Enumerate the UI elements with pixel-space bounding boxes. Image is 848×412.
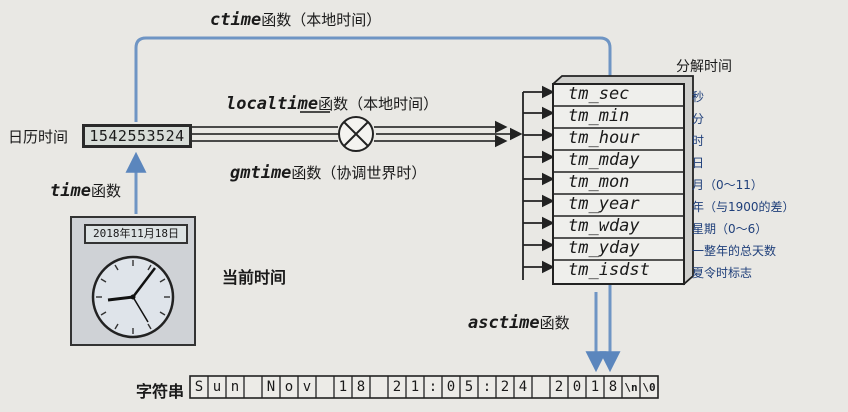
string-char-cell: 1 bbox=[590, 379, 600, 395]
current-time-label: 当前时间 bbox=[222, 268, 287, 287]
struct-field-tm-yday: tm_yday bbox=[568, 238, 640, 258]
struct-field-tm-hour: tm_hour bbox=[568, 128, 640, 148]
field-desc-year: 年（与1900的差） bbox=[692, 200, 795, 214]
string-char-cell: 4 bbox=[518, 379, 528, 395]
struct-field-tm-isdst: tm_isdst bbox=[568, 260, 650, 280]
ctime-fn-suffix: 函数（本地时间） bbox=[261, 11, 382, 29]
string-char-cell bbox=[316, 377, 334, 398]
asctime-fn-suffix: 函数 bbox=[539, 314, 570, 332]
string-grid-dividers bbox=[207, 376, 641, 398]
string-char-cell: 0 bbox=[572, 379, 582, 395]
struct-field-tm-sec: tm_sec bbox=[568, 84, 630, 104]
string-char-cell: v bbox=[302, 379, 312, 395]
string-char-cell: \n bbox=[624, 381, 638, 394]
field-desc-sec: 秒 bbox=[692, 90, 705, 104]
string-char-cell: 8 bbox=[356, 379, 366, 395]
struct-field-tm-min: tm_min bbox=[568, 106, 630, 126]
string-char-cell: 1 bbox=[410, 379, 420, 395]
field-desc-wday: 星期（0～6） bbox=[692, 222, 768, 236]
gmtime-label: gmtime函数（协调世界时） bbox=[230, 162, 426, 183]
calendar-time-value: 1542553524 bbox=[82, 124, 192, 148]
localtime-fn-name: localtime bbox=[226, 94, 319, 114]
field-desc-min: 分 bbox=[692, 112, 705, 126]
ctime-arrow bbox=[134, 36, 621, 373]
time-fn-name: time bbox=[50, 181, 91, 201]
struct-bus bbox=[522, 85, 555, 280]
localtime-label: localtime函数（本地时间） bbox=[226, 93, 438, 114]
string-char-cell: \0 bbox=[642, 381, 656, 394]
struct-field-tm-wday: tm_wday bbox=[568, 216, 640, 236]
string-char-cell: 2 bbox=[500, 379, 510, 395]
struct-tm-box bbox=[551, 75, 694, 286]
calendar-time-label: 日历时间 bbox=[8, 128, 69, 146]
gmtime-fn-suffix: 函数（协调世界时） bbox=[291, 164, 427, 182]
clock-date-display: 2018年11月18日 bbox=[84, 224, 188, 244]
string-label: 字符串 bbox=[136, 382, 185, 401]
string-char-cell: N bbox=[266, 379, 276, 395]
field-desc-mday: 日 bbox=[692, 156, 705, 170]
field-desc-hour: 时 bbox=[692, 134, 705, 148]
string-char-cell: o bbox=[284, 379, 294, 395]
ctime-label: ctime函数（本地时间） bbox=[210, 9, 381, 30]
asctime-label: asctime函数 bbox=[468, 312, 570, 333]
string-char-cell: S bbox=[194, 379, 204, 395]
struct-field-tm-mon: tm_mon bbox=[568, 172, 630, 192]
string-char-cell: 2 bbox=[392, 379, 402, 395]
string-char-cell: n bbox=[230, 379, 240, 395]
field-desc-mon: 月（0～11） bbox=[692, 178, 763, 192]
string-char-cell: : bbox=[428, 379, 438, 395]
field-desc-yday: 一整年的总天数 bbox=[692, 244, 777, 258]
gmtime-fn-name: gmtime bbox=[230, 163, 292, 183]
struct-field-tm-year: tm_year bbox=[568, 194, 640, 214]
string-char-cell: 0 bbox=[446, 379, 456, 395]
string-char-cell: 8 bbox=[608, 379, 618, 395]
string-char-cell: u bbox=[212, 379, 222, 395]
struct-field-tm-mday: tm_mday bbox=[568, 150, 640, 170]
string-char-cell: 2 bbox=[554, 379, 564, 395]
localtime-fn-suffix: 函数（本地时间） bbox=[318, 95, 439, 113]
conversion-lines bbox=[192, 111, 523, 148]
string-char-cell bbox=[370, 377, 388, 398]
string-char-cell bbox=[244, 377, 262, 398]
clock-face-overlay bbox=[91, 255, 175, 339]
string-char-cell: 1 bbox=[338, 379, 348, 395]
merge-node bbox=[338, 116, 374, 152]
time-label: time函数 bbox=[50, 180, 121, 201]
string-char-cell: 5 bbox=[464, 379, 474, 395]
field-desc-isdst: 夏令时标志 bbox=[692, 266, 753, 280]
asctime-fn-name: asctime bbox=[468, 313, 540, 333]
struct-title: 分解时间 bbox=[676, 59, 732, 75]
string-char-cell: : bbox=[482, 379, 492, 395]
string-char-cell bbox=[532, 377, 550, 398]
ctime-fn-name: ctime bbox=[210, 10, 262, 30]
time-fn-suffix: 函数 bbox=[90, 182, 121, 200]
